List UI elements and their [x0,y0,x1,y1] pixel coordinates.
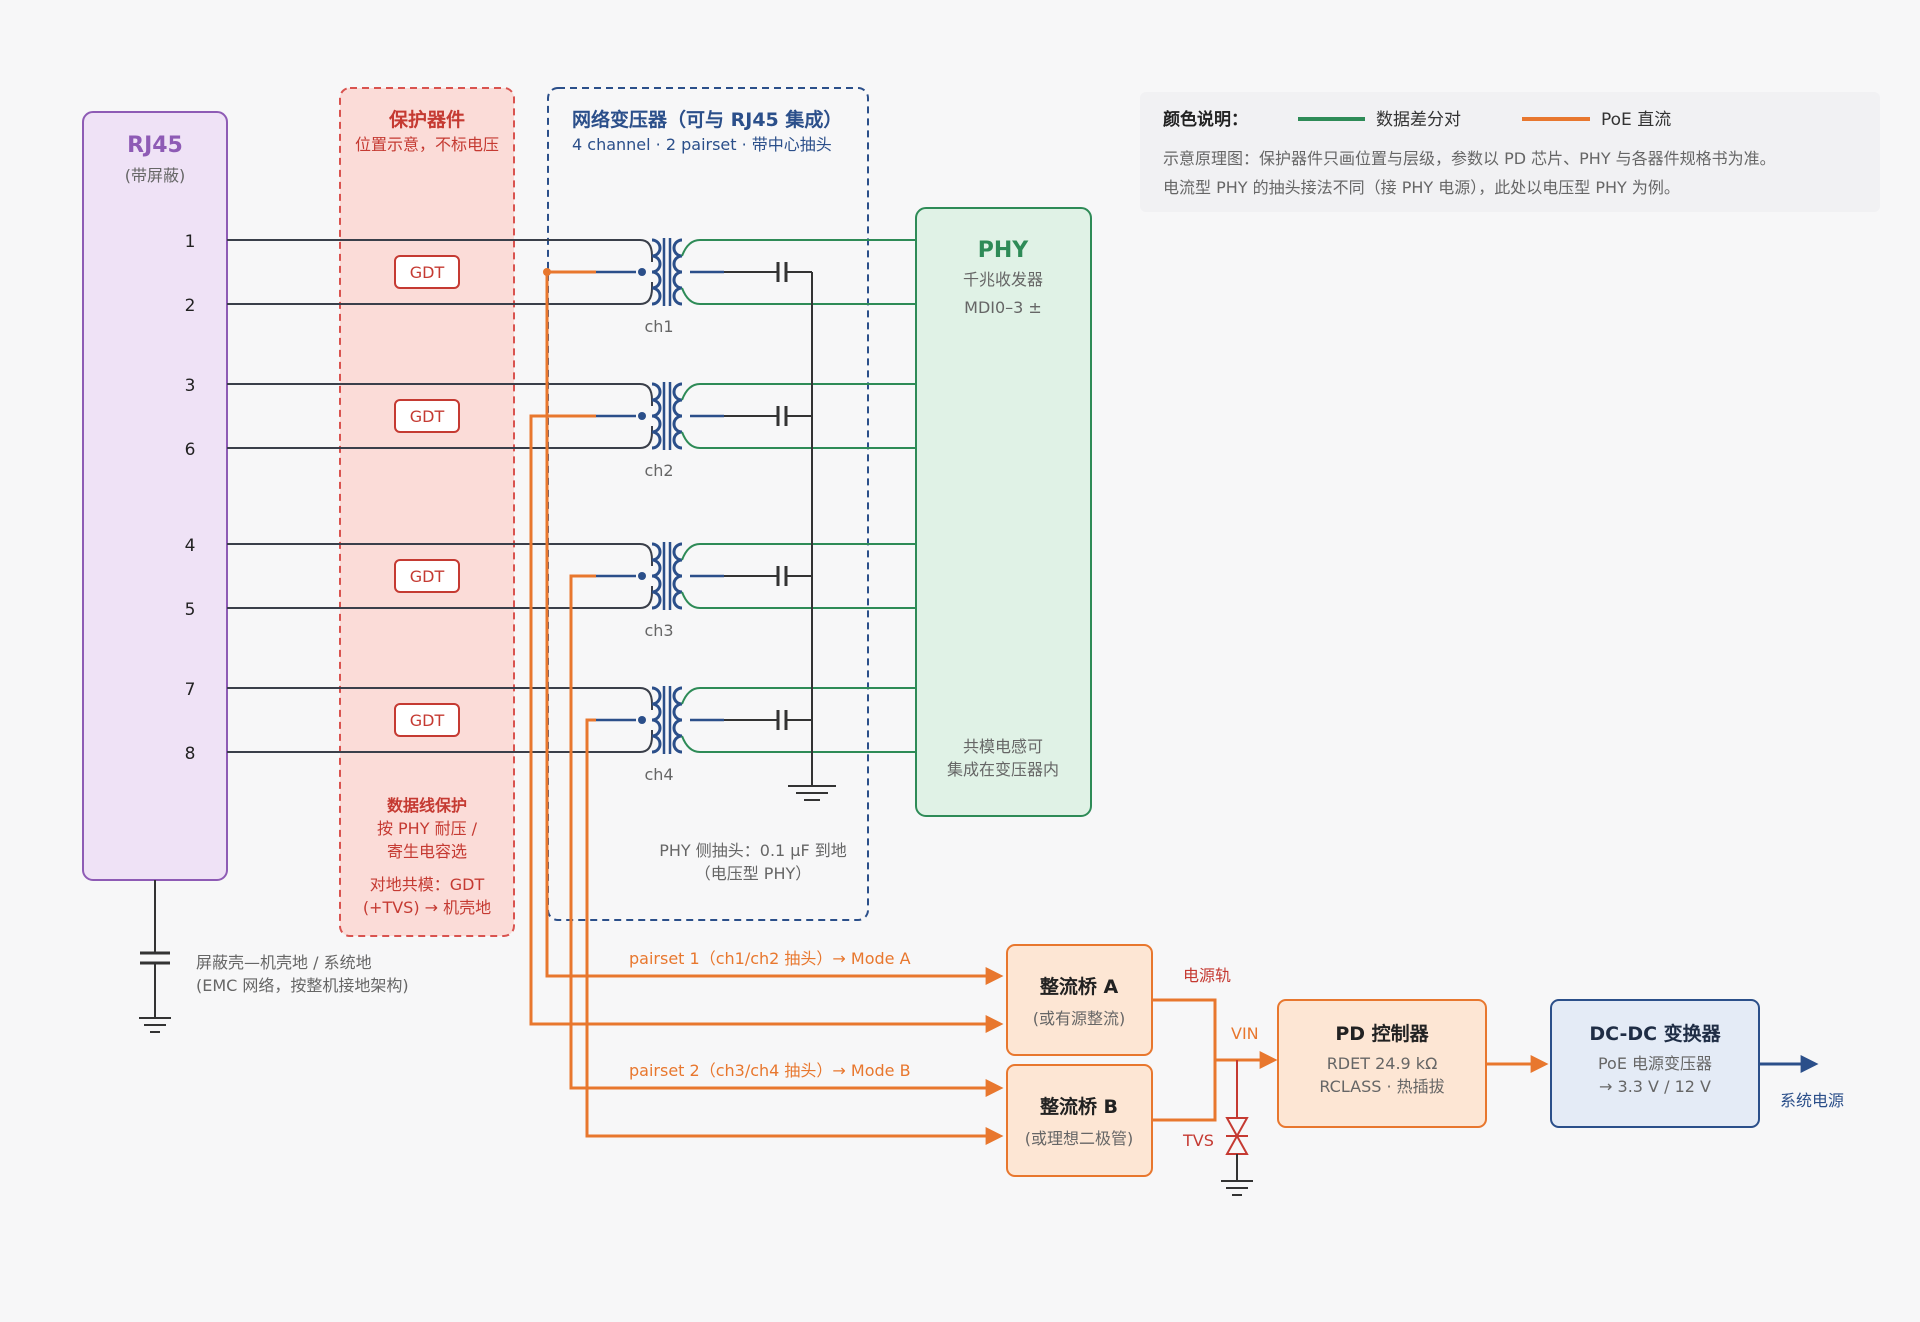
legend-poe-label: PoE 直流 [1601,110,1671,130]
poe-route-ch1 [545,270,1004,985]
channel-label: ch3 [644,621,673,640]
bridge-a: 整流桥 A (或有源整流) [1006,944,1153,1056]
protection-zone: 保护器件 位置示意，不标电压 数据线保护 按 PHY 耐压 / 寄生电容选 对地… [339,87,515,937]
dcdc-title: DC-DC 变换器 [1589,1022,1721,1045]
pin-label: 6 [185,440,196,460]
rj45-title: RJ45 [127,133,183,158]
transformer-ch3: ch3 [596,542,724,640]
dcdc-converter: DC-DC 变换器 PoE 电源变压器 → 3.3 V / 12 V [1550,999,1760,1128]
svg-text:GDT: GDT [410,407,445,426]
poe-routes [529,268,1004,1145]
pairset1-label: pairset 1（ch1/ch2 抽头）→ Mode A [629,949,911,968]
dcdc-line2: → 3.3 V / 12 V [1599,1077,1711,1096]
pairset2-label: pairset 2（ch3/ch4 抽头）→ Mode B [629,1061,911,1080]
data-pairs [681,239,916,753]
poe-route-ch3 [569,574,1004,1097]
pd-line2: RCLASS · 热插拔 [1319,1077,1444,1096]
pin-label: 2 [185,296,196,316]
pin-label: 5 [185,600,196,620]
pin-label: 3 [185,376,196,396]
transformer-note-line2: （电压型 PHY） [695,864,812,883]
bridge-b-subtitle: (或理想二极管) [1025,1129,1134,1148]
poe-route-ch4 [585,718,1004,1145]
protection-note1-title: 数据线保护 [387,796,467,815]
gdt-ch4: GDT [394,703,460,737]
gdt-group: GDT GDT GDT GDT [394,255,460,737]
transformer-ch2: ch2 [596,382,724,480]
transformer-subtitle: 4 channel · 2 pairset · 带中心抽头 [572,135,832,154]
phy-line1: 千兆收发器 [963,270,1043,289]
protection-title: 保护器件 [388,108,465,131]
channel-label: ch4 [644,765,673,784]
pd-title: PD 控制器 [1335,1022,1429,1045]
power-rail: 电源轨 VIN TVS [1152,966,1278,1196]
gdt-ch1: GDT [394,255,460,289]
channel-label: ch2 [644,461,673,480]
vin-label: VIN [1231,1024,1259,1043]
transformer-ch4: ch4 [596,686,724,784]
protection-note2-line1: 对地共模：GDT [370,875,485,894]
transformer-title: 网络变压器（可与 RJ45 集成） [572,108,842,131]
legend-note-line2: 电流型 PHY 的抽头接法不同（接 PHY 电源），此处以电压型 PHY 为例。 [1163,178,1680,197]
rail-label: 电源轨 [1183,966,1231,985]
poe-route-ch2 [529,414,1004,1033]
bridge-a-title: 整流桥 A [1040,975,1119,998]
gdt-ch2: GDT [394,399,460,433]
transformer-note-line1: PHY 侧抽头：0.1 μF 到地 [659,841,847,860]
protection-subtitle: 位置示意，不标电压 [355,135,499,154]
pin-label: 8 [185,744,196,764]
phy-title: PHY [978,238,1030,263]
legend-title: 颜色说明： [1163,109,1248,130]
pd-line1: RDET 24.9 kΩ [1327,1054,1438,1073]
pin-label: 1 [185,232,196,252]
phy-bottom-line1: 共模电感可 [963,737,1043,756]
shield-ground: 屏蔽壳—机壳地 / 系统地 (EMC 网络，按整机接地架构) [139,880,409,1033]
pd-controller: PD 控制器 RDET 24.9 kΩ RCLASS · 热插拔 [1277,999,1487,1128]
output-label: 系统电源 [1780,1091,1844,1110]
channel-label: ch1 [644,317,673,336]
bridge-b-title: 整流桥 B [1040,1095,1118,1118]
tvs-label: TVS [1182,1131,1214,1150]
bridge-a-subtitle: (或有源整流) [1033,1009,1126,1028]
svg-text:GDT: GDT [410,263,445,282]
protection-note1-line2: 寄生电容选 [387,842,467,861]
dcdc-line1: PoE 电源变压器 [1598,1054,1712,1073]
phy-block: PHY 千兆收发器 MDI0–3 ± 共模电感可 集成在变压器内 [915,207,1092,817]
phy-bottom-line2: 集成在变压器内 [947,760,1059,779]
bridge-b: 整流桥 B (或理想二极管) [1006,1064,1153,1177]
protection-note1-line1: 按 PHY 耐压 / [377,819,478,838]
legend-data-label: 数据差分对 [1376,110,1461,130]
pin-label: 7 [185,680,196,700]
legend-note-line1: 示意原理图：保护器件只画位置与层级，参数以 PD 芯片、PHY 与各器件规格书为… [1163,149,1776,168]
svg-text:GDT: GDT [410,711,445,730]
gdt-ch3: GDT [394,559,460,593]
legend: 颜色说明： 数据差分对 PoE 直流 示意原理图：保护器件只画位置与层级，参数以… [1140,92,1880,212]
rj45-subtitle: (带屏蔽) [125,166,186,185]
transformer-channels: ch1 ch2 ch3 [596,238,724,784]
protection-note2-line2: (+TVS) → 机壳地 [363,898,491,917]
transformer-ch1: ch1 [596,238,724,336]
center-tap-capacitors [724,262,836,801]
shield-label-line2: (EMC 网络，按整机接地架构) [196,976,409,995]
rj45-block: RJ45 (带屏蔽) 1 2 3 6 4 5 7 8 [82,111,228,881]
transformer-zone: 网络变压器（可与 RJ45 集成） 4 channel · 2 pairset … [547,87,869,921]
phy-line2: MDI0–3 ± [964,298,1042,317]
svg-text:GDT: GDT [410,567,445,586]
shield-label-line1: 屏蔽壳—机壳地 / 系统地 [196,953,372,972]
pin-label: 4 [185,536,196,556]
